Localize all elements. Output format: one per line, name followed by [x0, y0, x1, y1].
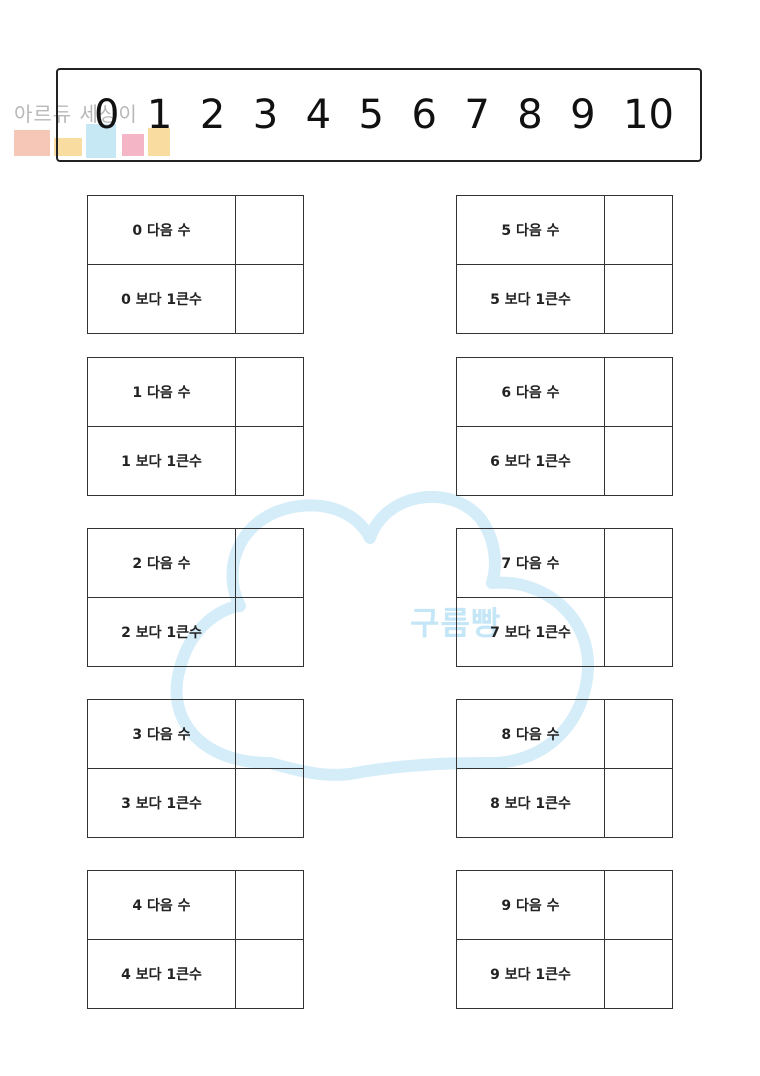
plus-one-answer-box[interactable]	[605, 940, 672, 1009]
number-line-item: 1	[146, 92, 173, 138]
next-number-answer-box[interactable]	[236, 358, 303, 426]
plus-one-row: 3 보다 1큰수	[88, 768, 303, 838]
plus-one-label: 1 보다 1큰수	[88, 426, 236, 495]
plus-one-answer-box[interactable]	[605, 427, 672, 496]
next-number-row: 2 다음 수	[88, 529, 303, 598]
plus-one-label: 5 보다 1큰수	[457, 264, 605, 333]
number-line-item: 9	[570, 92, 596, 138]
next-number-answer-box[interactable]	[236, 700, 303, 768]
plus-one-row: 2 보다 1큰수	[88, 597, 303, 667]
next-number-label: 5 다음 수	[457, 196, 605, 264]
next-number-answer-box[interactable]	[605, 529, 672, 597]
worksheet-card-8: 8 다음 수 8 보다 1큰수	[456, 699, 673, 838]
next-number-label: 2 다음 수	[88, 529, 236, 597]
number-line-item: 5	[358, 92, 384, 138]
plus-one-label: 0 보다 1큰수	[88, 264, 236, 333]
next-number-label: 4 다음 수	[88, 871, 236, 939]
number-line-item: 2	[199, 92, 226, 138]
number-line-item: 0	[94, 92, 120, 138]
next-number-row: 8 다음 수	[457, 700, 672, 769]
number-line-item: 3	[252, 92, 279, 138]
plus-one-answer-box[interactable]	[236, 265, 303, 334]
worksheet-card-9: 9 다음 수 9 보다 1큰수	[456, 870, 673, 1009]
next-number-answer-box[interactable]	[236, 196, 303, 264]
plus-one-label: 9 보다 1큰수	[457, 939, 605, 1008]
next-number-row: 1 다음 수	[88, 358, 303, 427]
number-line-item: 7	[464, 92, 490, 138]
worksheet-card-4: 4 다음 수 4 보다 1큰수	[87, 870, 304, 1009]
plus-one-row: 4 보다 1큰수	[88, 939, 303, 1009]
worksheet-card-2: 2 다음 수 2 보다 1큰수	[87, 528, 304, 667]
number-line-item: 4	[305, 92, 332, 138]
worksheet-card-5: 5 다음 수 5 보다 1큰수	[456, 195, 673, 334]
plus-one-answer-box[interactable]	[236, 598, 303, 667]
plus-one-row: 9 보다 1큰수	[457, 939, 672, 1009]
plus-one-label: 3 보다 1큰수	[88, 768, 236, 837]
next-number-label: 8 다음 수	[457, 700, 605, 768]
number-line-box: 0 1 2 3 4 5 6 7 8 9 10	[56, 68, 702, 162]
next-number-answer-box[interactable]	[605, 358, 672, 426]
plus-one-label: 4 보다 1큰수	[88, 939, 236, 1008]
next-number-answer-box[interactable]	[236, 871, 303, 939]
next-number-row: 6 다음 수	[457, 358, 672, 427]
next-number-answer-box[interactable]	[605, 196, 672, 264]
plus-one-row: 5 보다 1큰수	[457, 264, 672, 334]
number-line-item: 10	[623, 92, 674, 138]
plus-one-answer-box[interactable]	[236, 427, 303, 496]
next-number-label: 1 다음 수	[88, 358, 236, 426]
plus-one-row: 6 보다 1큰수	[457, 426, 672, 496]
next-number-row: 5 다음 수	[457, 196, 672, 265]
worksheet-card-6: 6 다음 수 6 보다 1큰수	[456, 357, 673, 496]
plus-one-answer-box[interactable]	[605, 769, 672, 838]
next-number-label: 7 다음 수	[457, 529, 605, 597]
worksheet-card-0: 0 다음 수 0 보다 1큰수	[87, 195, 304, 334]
next-number-row: 9 다음 수	[457, 871, 672, 940]
worksheet-card-7: 7 다음 수 7 보다 1큰수	[456, 528, 673, 667]
worksheet-card-3: 3 다음 수 3 보다 1큰수	[87, 699, 304, 838]
next-number-answer-box[interactable]	[605, 700, 672, 768]
plus-one-label: 8 보다 1큰수	[457, 768, 605, 837]
plus-one-row: 8 보다 1큰수	[457, 768, 672, 838]
number-line-numbers: 0 1 2 3 4 5 6 7 8 9 10	[94, 70, 674, 160]
plus-one-answer-box[interactable]	[605, 265, 672, 334]
plus-one-label: 2 보다 1큰수	[88, 597, 236, 666]
number-line-item: 6	[411, 92, 437, 138]
plus-one-answer-box[interactable]	[236, 769, 303, 838]
next-number-row: 3 다음 수	[88, 700, 303, 769]
next-number-row: 0 다음 수	[88, 196, 303, 265]
plus-one-label: 6 보다 1큰수	[457, 426, 605, 495]
next-number-label: 3 다음 수	[88, 700, 236, 768]
next-number-answer-box[interactable]	[605, 871, 672, 939]
next-number-label: 9 다음 수	[457, 871, 605, 939]
next-number-row: 4 다음 수	[88, 871, 303, 940]
plus-one-row: 0 보다 1큰수	[88, 264, 303, 334]
plus-one-row: 7 보다 1큰수	[457, 597, 672, 667]
next-number-row: 7 다음 수	[457, 529, 672, 598]
next-number-label: 6 다음 수	[457, 358, 605, 426]
plus-one-row: 1 보다 1큰수	[88, 426, 303, 496]
plus-one-label: 7 보다 1큰수	[457, 597, 605, 666]
number-line-item: 8	[517, 92, 543, 138]
worksheet-card-1: 1 다음 수 1 보다 1큰수	[87, 357, 304, 496]
next-number-label: 0 다음 수	[88, 196, 236, 264]
plus-one-answer-box[interactable]	[605, 598, 672, 667]
plus-one-answer-box[interactable]	[236, 940, 303, 1009]
next-number-answer-box[interactable]	[236, 529, 303, 597]
